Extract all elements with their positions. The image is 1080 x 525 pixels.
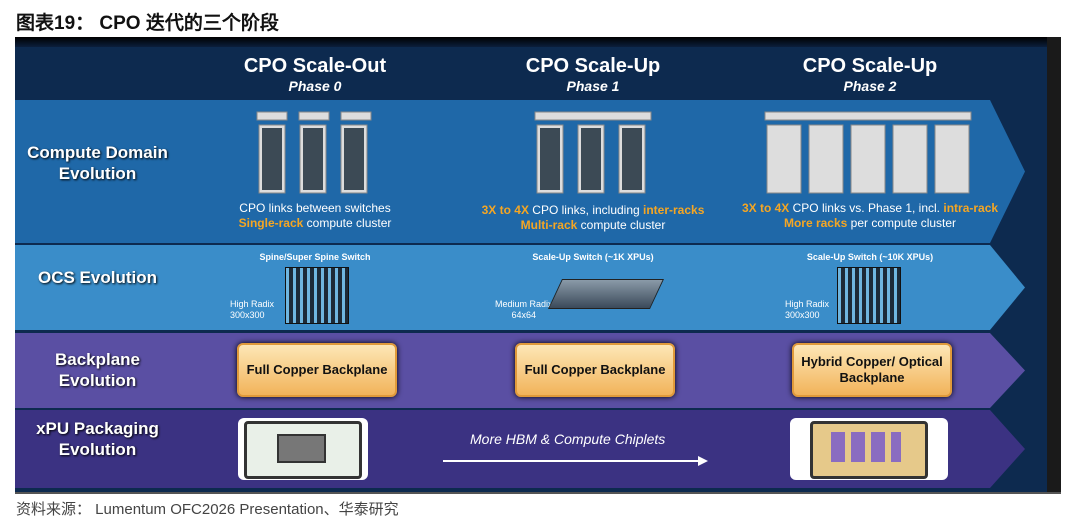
arrow-line	[443, 460, 698, 462]
racks-icon	[534, 111, 652, 194]
compute-desc-2: 3X to 4X CPO links vs. Phase 1, incl. in…	[720, 201, 1020, 231]
backplane-box: Full Copper Backplane	[515, 343, 675, 397]
top-strip	[15, 37, 1061, 47]
racks-icon	[764, 111, 972, 194]
phase-title: CPO Scale-Up	[525, 55, 661, 77]
chip-card	[790, 418, 948, 480]
highlight-text: 3X to 4X	[741, 201, 790, 215]
desc-text: compute cluster	[303, 216, 392, 230]
chiplets-icon	[831, 432, 901, 462]
radix-text: Medium Radix	[495, 299, 553, 309]
xpu-arrow-label: More HBM & Compute Chiplets	[470, 431, 666, 447]
highlight-text: inter-racks	[643, 203, 705, 217]
racks-icon	[256, 111, 372, 194]
row-label: Backplane Evolution	[54, 350, 141, 390]
chip-card	[238, 418, 368, 480]
radix-text: High Radix	[230, 299, 275, 309]
switch-label: Spine/Super Spine Switch	[259, 252, 371, 262]
phase-label: Phase 0	[288, 78, 342, 94]
arrow-head-icon	[698, 456, 708, 466]
compute-row: Compute Domain Evolution CPO links betwe…	[15, 100, 1047, 243]
desc-text: CPO links between switches	[239, 201, 391, 215]
switch-1u-icon	[548, 279, 664, 309]
switch-chassis-icon	[837, 267, 901, 324]
switch-label: Scale-Up Switch (~10K XPUs)	[806, 252, 934, 262]
switch-label: Scale-Up Switch (~1K XPUs)	[532, 252, 654, 262]
right-strip	[1047, 37, 1061, 492]
xpu-row: xPU Packaging Evolution More HBM & Compu…	[15, 410, 1047, 488]
highlight-text: Multi-rack	[520, 218, 578, 232]
radix-size: 300x300	[785, 310, 820, 320]
backplane-box: Full Copper Backplane	[237, 343, 397, 397]
row-label: OCS Evolution	[38, 268, 157, 287]
desc-text: CPO links vs. Phase 1, incl.	[789, 201, 944, 215]
phase-label: Phase 1	[566, 78, 620, 94]
source-note: 资料来源： Lumentum OFC2026 Presentation、华泰研究	[16, 501, 399, 518]
row-label: Compute Domain Evolution	[27, 143, 168, 183]
die-icon	[277, 434, 326, 463]
backplane-row: Backplane Evolution Full Copper Backplan…	[15, 333, 1047, 408]
chip-icon	[244, 421, 362, 479]
row-label: xPU Packaging Evolution	[36, 419, 159, 459]
phase-title: CPO Scale-Up	[802, 55, 938, 77]
radix-text: High Radix	[785, 299, 830, 309]
ocs-row: OCS Evolution Spine/Super Spine Switch H…	[15, 245, 1047, 330]
highlight-text: intra-rack	[943, 201, 999, 215]
desc-text: per compute cluster	[847, 216, 957, 230]
switch-chassis-icon	[285, 267, 349, 324]
backplane-box: Hybrid Copper/ Optical Backplane	[792, 343, 952, 397]
highlight-text: More racks	[783, 216, 848, 230]
radix-size: 300x300	[230, 310, 265, 320]
chiplet-package-icon	[810, 421, 928, 479]
highlight-text: Single-rack	[238, 216, 304, 230]
compute-desc-1: 3X to 4X CPO links, including inter-rack…	[453, 203, 733, 233]
figure-title: 图表19： CPO 迭代的三个阶段	[16, 13, 279, 34]
phase-label: Phase 2	[843, 78, 897, 94]
phase-title: CPO Scale-Out	[243, 55, 387, 77]
radix-size: 64x64	[511, 310, 537, 320]
highlight-text: 3X to 4X	[481, 203, 529, 217]
desc-text: compute cluster	[577, 218, 666, 232]
desc-text: CPO links, including	[528, 203, 644, 217]
